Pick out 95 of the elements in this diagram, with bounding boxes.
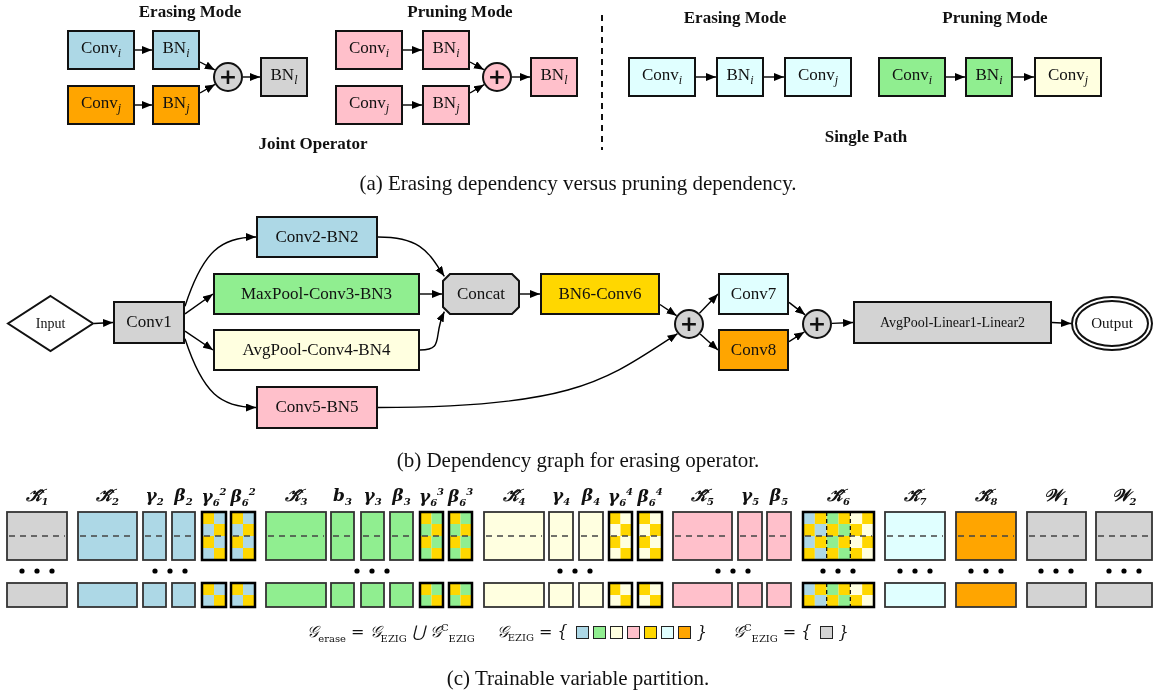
variable-label: 𝒲$_{1}$ <box>1044 486 1069 508</box>
variable-label: 𝒦̂$_{3}$ <box>284 486 308 508</box>
variable-label: β$_{5}$ <box>769 486 789 508</box>
layer-box: BN$_{i}$ <box>152 30 200 70</box>
section-title: Pruning Mode <box>942 9 1048 28</box>
sum-node: + <box>482 62 512 92</box>
sum-node: + <box>802 309 832 339</box>
layer-box: Conv$_{i}$ <box>335 30 403 70</box>
layer-box: BN$_{l}$ <box>530 57 578 97</box>
arrow <box>469 61 485 71</box>
variable-label: β$_{3}$ <box>392 486 411 508</box>
layer-box: Conv$_{i}$ <box>878 57 946 97</box>
arrow <box>134 101 153 109</box>
section-title: Joint Operator <box>258 135 368 154</box>
caption: (a) Erasing dependency versus pruning dependency. <box>359 172 797 196</box>
layer-box: BN$_{i}$ <box>965 57 1013 97</box>
layer-box: BN$_{j}$ <box>152 85 200 125</box>
variable-label: 𝒦̂$_{7}$ <box>903 486 927 508</box>
arrow <box>788 301 806 316</box>
variable-label: γ$_{5}$ <box>740 486 760 508</box>
arrow <box>402 46 423 54</box>
layer-box: Conv$_{j}$ <box>784 57 852 97</box>
layer-box: BN$_{i}$ <box>422 30 470 70</box>
formula-text: 𝒢$^{C}$$_{EZIG}$ = { <box>732 622 812 644</box>
section-title: Erasing Mode <box>683 9 787 28</box>
variable-label: 𝒲$_{2}$ <box>1111 486 1137 508</box>
arrow <box>945 73 966 81</box>
arrow <box>184 338 257 412</box>
variable-label: 𝒦̂$_{4}$ <box>502 486 526 508</box>
variable-label: γ$_{3}$ <box>363 486 382 508</box>
variable-label: 𝒦̂$_{1}$ <box>25 486 49 508</box>
variable-label: 𝒦̂$_{5}$ <box>691 486 714 508</box>
arrow <box>1051 319 1072 327</box>
arrow <box>242 73 261 81</box>
layer-box: Conv$_{i}$ <box>628 57 696 97</box>
layer-box: Conv$_{j}$ <box>335 85 403 125</box>
layer-box: Conv$_{j}$ <box>67 85 135 125</box>
variable-label: 𝒦̂$_{6}$ <box>827 486 850 508</box>
arrow <box>519 290 541 298</box>
variable-label: β$_{2}$ <box>174 486 193 508</box>
layer-box: BN$_{l}$ <box>260 57 308 97</box>
section-title: Erasing Mode <box>138 3 242 22</box>
layer-box: AvgPool-Linear1-Linear2 <box>853 301 1052 344</box>
layer-box: BN$_{j}$ <box>422 85 470 125</box>
layer-box: MaxPool-Conv3-BN3 <box>213 273 420 315</box>
arrow <box>831 318 854 327</box>
arrow <box>402 101 423 109</box>
variable-label: 𝒦̂$_{2}$ <box>96 486 119 508</box>
layer-box: Conv$_{j}$ <box>1034 57 1102 97</box>
variable-label: 𝒦̂$_{8}$ <box>974 486 998 508</box>
layer-box: Conv2-BN2 <box>256 216 378 258</box>
caption: (b) Dependency graph for erasing operator. <box>396 449 760 473</box>
concat-box: Concat <box>442 273 520 315</box>
section-title: Pruning Mode <box>407 3 513 22</box>
arrow <box>199 83 216 94</box>
layer-box: AvgPool-Conv4-BN4 <box>213 329 420 371</box>
arrow <box>698 293 719 314</box>
arrow <box>184 293 214 315</box>
formula-text: 𝒢$_{EZIG}$ = { <box>496 622 568 644</box>
arrow <box>419 290 443 298</box>
arrow <box>659 303 678 317</box>
input-diamond: Input <box>7 295 94 352</box>
arrow <box>134 46 153 54</box>
layer-box: Conv7 <box>718 273 789 315</box>
layer-box: Conv$_{i}$ <box>67 30 135 70</box>
arrow <box>788 331 805 343</box>
formula-text: } <box>696 623 707 643</box>
arrow <box>93 319 114 327</box>
sum-node: + <box>674 309 704 339</box>
arrow <box>469 83 485 94</box>
arrow <box>695 73 717 81</box>
arrow <box>511 73 531 81</box>
arrow <box>199 61 216 71</box>
sum-node: + <box>213 62 243 92</box>
arrow <box>377 236 446 278</box>
arrow <box>377 332 679 409</box>
arrow <box>1012 73 1035 81</box>
layer-box: Conv1 <box>113 301 185 344</box>
arrow <box>184 330 214 351</box>
output-ellipse: Output <box>1071 296 1153 351</box>
layer-box: Conv8 <box>718 329 789 371</box>
arrow <box>419 310 446 351</box>
variable-label: b$_{3}$ <box>333 486 352 508</box>
layer-box: BN6-Conv6 <box>540 273 660 315</box>
variable-label: β$_{4}$ <box>581 486 601 508</box>
arrow <box>699 333 719 351</box>
layer-box: BN$_{i}$ <box>716 57 764 97</box>
caption: (c) Trainable variable partition. <box>446 667 710 691</box>
variable-label: γ$_{4}$ <box>551 486 571 508</box>
variable-label: γ$_{2}$ <box>145 486 164 508</box>
layer-box: Conv5-BN5 <box>256 386 378 429</box>
section-title: Single Path <box>824 128 908 147</box>
arrow <box>763 73 785 81</box>
formula-text: } <box>838 623 849 643</box>
arrow <box>184 233 257 307</box>
